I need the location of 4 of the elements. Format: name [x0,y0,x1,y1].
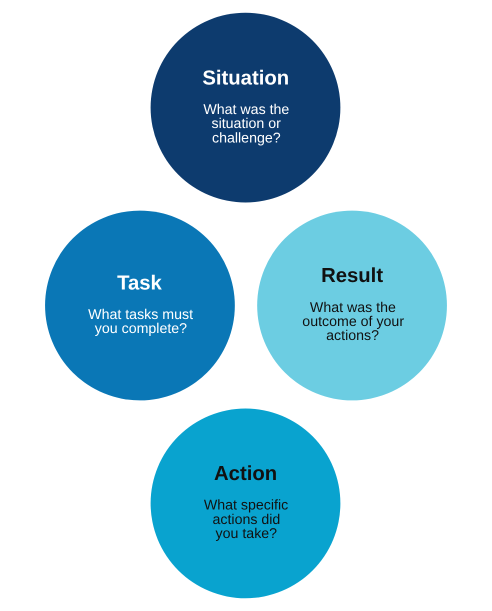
node-circle: Action What specific actions did you take? [150,408,340,598]
node-circle: Situation What was the situation or challenge? [150,12,340,202]
node-circle: Result What was the outcome of your actions? [257,210,447,400]
node-circle: Task What tasks must you complete? [45,210,235,400]
